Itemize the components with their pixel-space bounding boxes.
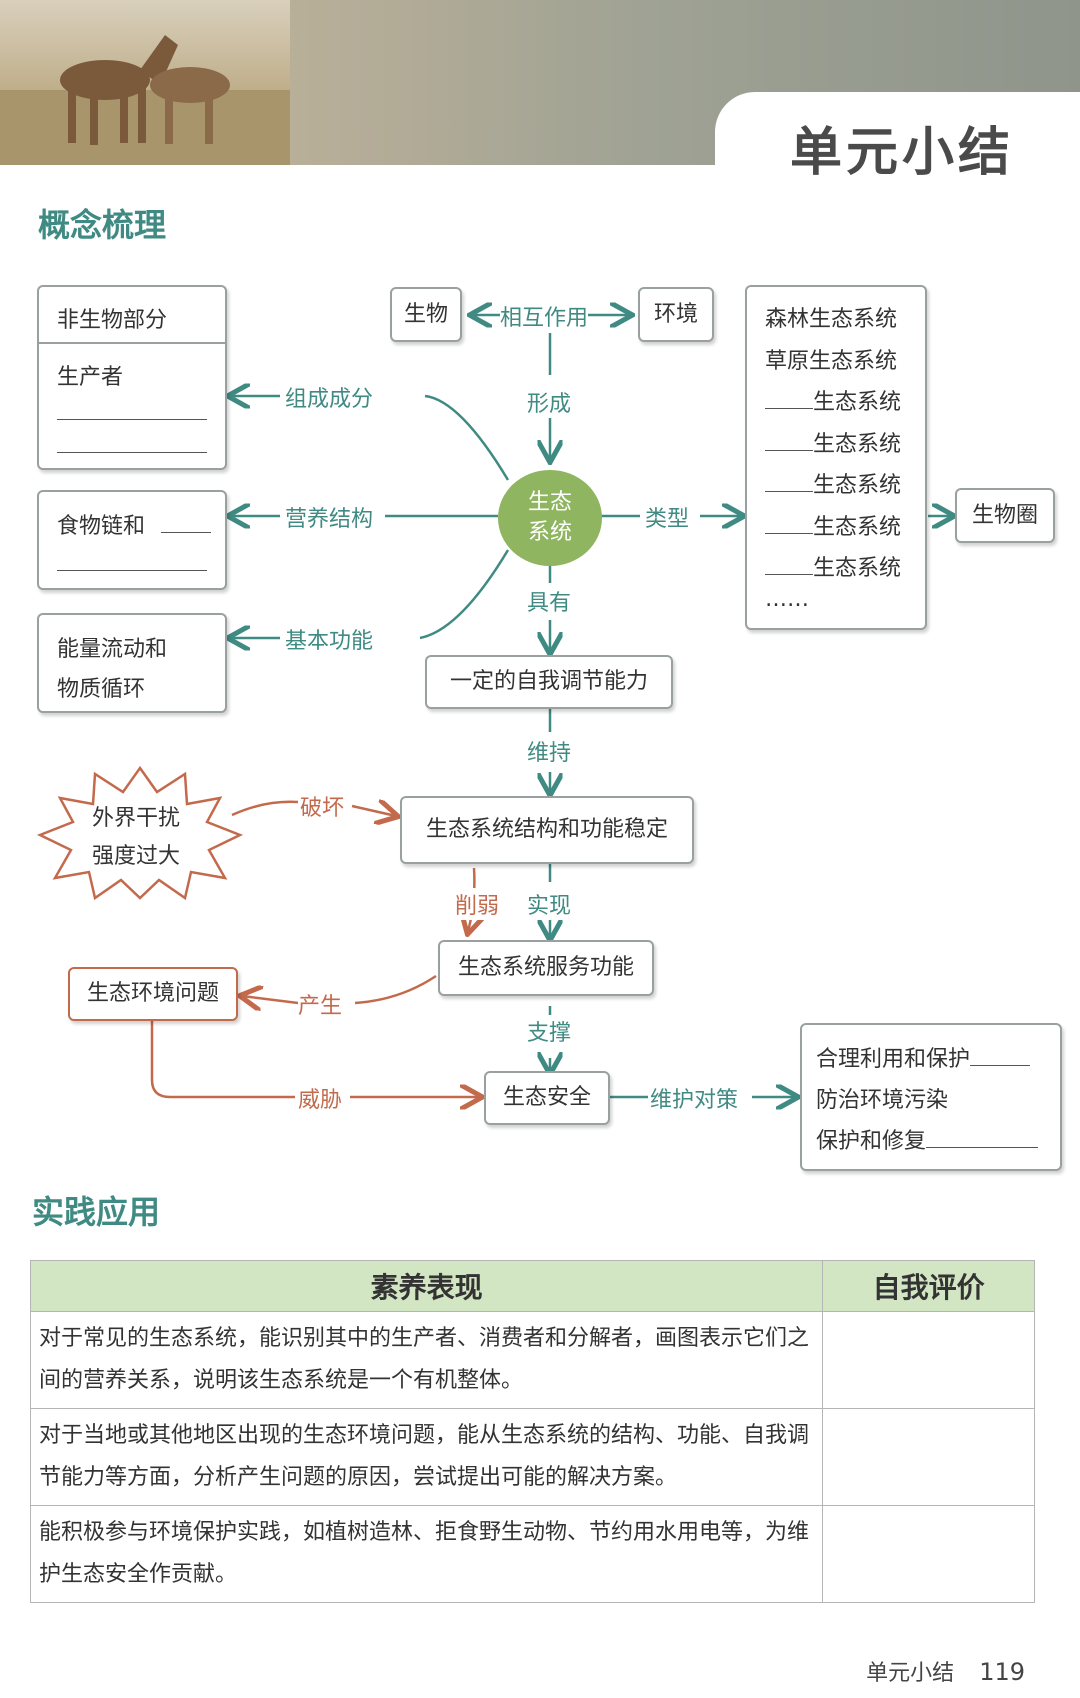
page-number: 119 <box>979 1658 1025 1686</box>
biosphere-box: 生物圈 <box>955 488 1055 543</box>
type-blank-row-4: 生态系统 <box>765 509 901 541</box>
grassland-ecosystem: 草原生态系统 <box>765 349 898 374</box>
components-divider <box>39 342 225 344</box>
problem-box: 生态环境问题 <box>68 967 238 1021</box>
support-label: 支撑 <box>527 1015 572 1047</box>
page-footer: 单元小结 119 <box>866 1655 1025 1687</box>
types-more: …… <box>765 587 809 612</box>
form-label: 形成 <box>527 386 572 418</box>
type-blank-row-5: 生态系统 <box>765 550 901 582</box>
service-label: 生态系统服务功能 <box>457 955 634 980</box>
forest-ecosystem: 森林生态系统 <box>765 307 898 332</box>
service-box: 生态系统服务功能 <box>438 940 654 996</box>
ecosystem-center-node: 生态 系统 <box>498 470 602 566</box>
biosphere-label: 生物圈 <box>971 503 1038 528</box>
type-blank-row-1: 生态系统 <box>765 384 901 416</box>
has-label: 具有 <box>527 585 572 617</box>
table-cell-description: 能积极参与环境保护实践，如植树造林、拒食野生动物、节约用水用电等，为维护生态安全… <box>29 1505 824 1603</box>
energy-flow-label: 能量流动和 <box>57 637 168 662</box>
stability-label: 生态系统结构和功能稳定 <box>425 817 668 842</box>
environment-box: 环境 <box>638 287 714 342</box>
type-blank-row-2: 生态系统 <box>765 426 901 458</box>
types-label: 类型 <box>645 501 690 533</box>
table-cell-evaluation[interactable] <box>822 1505 1035 1603</box>
type-blank-row-3: 生态系统 <box>765 467 901 499</box>
disturbance-burst-shape <box>36 765 244 900</box>
food-chain-label: 食物链和 <box>57 514 146 539</box>
disturbance-line2: 强度过大 <box>92 844 181 869</box>
section-concept-title: 概念梳理 <box>38 206 167 244</box>
table-header-row: 素养表现 自我评价 <box>29 1260 1035 1312</box>
components-blank-1 <box>57 419 207 420</box>
components-blank-2 <box>57 452 207 453</box>
maintain-label: 维持 <box>527 735 572 767</box>
table-cell-description: 对于当地或其他地区出现的生态环境问题，能从生态系统的结构、功能、自我调节能力等方… <box>29 1408 824 1506</box>
matter-cycle-label: 物质循环 <box>57 677 146 702</box>
measures-label: 维护对策 <box>650 1082 739 1114</box>
header-self-eval: 自我评价 <box>822 1260 1035 1312</box>
interaction-label: 相互作用 <box>500 300 589 332</box>
footer-label: 单元小结 <box>866 1661 955 1686</box>
weaken-label: 削弱 <box>455 888 500 920</box>
stability-box: 生态系统结构和功能稳定 <box>400 796 694 864</box>
producer-label: 生产者 <box>57 365 124 390</box>
self-assessment-table: 素养表现 自我评价 对于常见的生态系统，能识别其中的生产者、消费者和分解者，画图… <box>29 1260 1035 1603</box>
structure-blank-1 <box>161 532 211 533</box>
table-cell-description: 对于常见的生态系统，能识别其中的生产者、消费者和分解者，画图表示它们之间的营养关… <box>29 1311 824 1409</box>
self-regulation-label: 一定的自我调节能力 <box>449 669 648 694</box>
components-box: 非生物部分 生产者 <box>37 285 227 470</box>
measure-row-2: 防治环境污染 <box>816 1088 949 1113</box>
organism-box: 生物 <box>390 287 462 342</box>
structure-blank-2 <box>57 570 207 571</box>
unit-title: 单元小结 <box>790 123 1015 183</box>
security-label: 生态安全 <box>502 1085 591 1110</box>
structure-box: 食物链和 <box>37 490 227 590</box>
problem-label: 生态环境问题 <box>86 981 219 1006</box>
function-box: 能量流动和 物质循环 <box>37 613 227 713</box>
table-cell-evaluation[interactable] <box>822 1408 1035 1506</box>
produce-label: 产生 <box>298 988 343 1020</box>
security-box: 生态安全 <box>484 1071 610 1125</box>
abiotic-label: 非生物部分 <box>57 308 168 333</box>
header-literacy: 素养表现 <box>29 1260 824 1312</box>
environment-label: 环境 <box>653 302 698 327</box>
title-tab <box>715 92 1080 178</box>
measures-box: 合理利用和保护 防治环境污染 保护和修复 <box>800 1023 1062 1171</box>
measure-row-3: 保护和修复 <box>816 1123 1039 1155</box>
self-regulation-box: 一定的自我调节能力 <box>425 655 673 709</box>
organism-label: 生物 <box>403 302 448 327</box>
measure-row-1: 合理利用和保护 <box>816 1041 1031 1073</box>
table-row: 对于常见的生态系统，能识别其中的生产者、消费者和分解者，画图表示它们之间的营养关… <box>29 1311 1035 1409</box>
table-row: 对于当地或其他地区出现的生态环境问题，能从生态系统的结构、功能、自我调节能力等方… <box>29 1408 1035 1506</box>
destroy-label: 破坏 <box>300 790 345 822</box>
threat-label: 威胁 <box>298 1082 343 1114</box>
nutrition-structure-label: 营养结构 <box>285 501 374 533</box>
table-cell-evaluation[interactable] <box>822 1311 1035 1409</box>
table-row: 能积极参与环境保护实践，如植树造林、拒食野生动物、节约用水用电等，为维护生态安全… <box>29 1505 1035 1603</box>
section-practice-title: 实践应用 <box>32 1193 161 1231</box>
realize-label: 实现 <box>527 888 572 920</box>
disturbance-line1: 外界干扰 <box>92 806 181 831</box>
composition-label: 组成成分 <box>285 381 374 413</box>
basic-function-label: 基本功能 <box>285 623 374 655</box>
types-box: 森林生态系统 草原生态系统 生态系统 生态系统 生态系统 生态系统 生态系统 …… <box>745 285 927 630</box>
horse-photo <box>0 0 290 165</box>
